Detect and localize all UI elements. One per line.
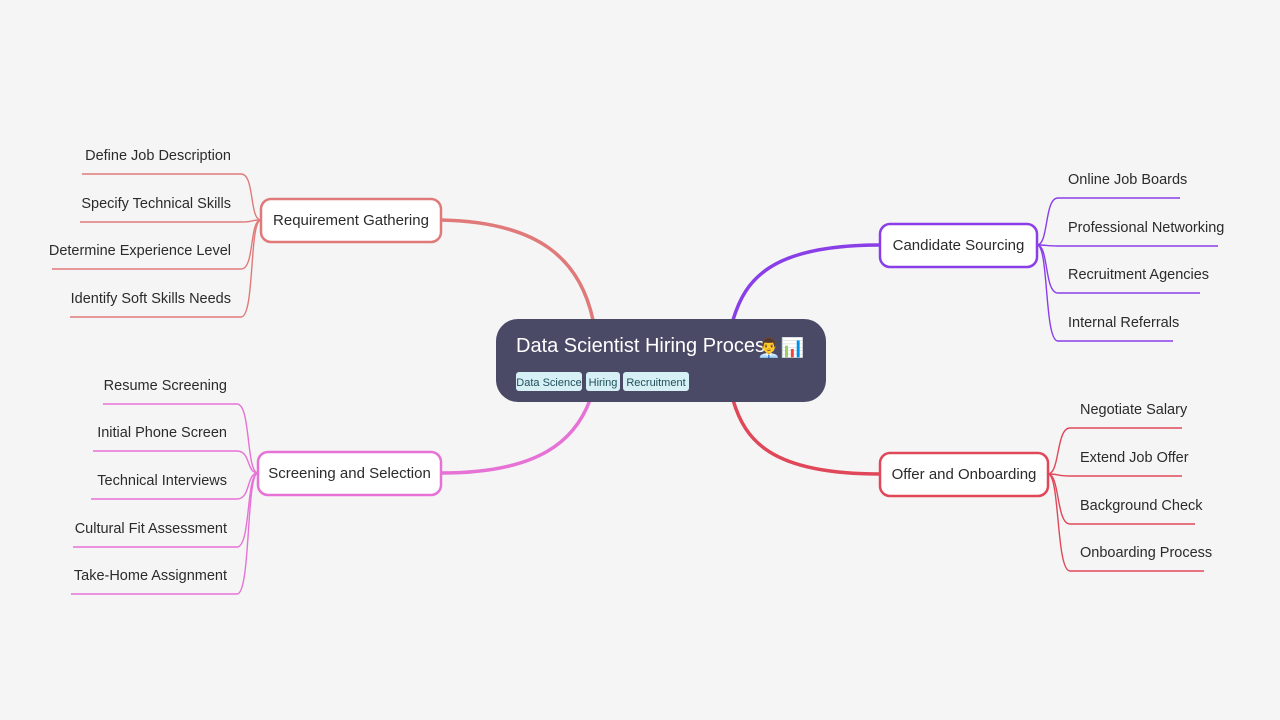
leaf-node[interactable]: Internal Referrals [1068,315,1179,331]
branch-node-label: Candidate Sourcing [893,237,1025,254]
leaf-node[interactable]: Determine Experience Level [49,243,231,259]
leaf-node[interactable]: Extend Job Offer [1080,450,1189,466]
tag-data-science[interactable]: Data Science [516,372,582,391]
branch-node-screening[interactable]: Screening and Selection [256,450,443,497]
tag-label: Hiring [589,377,618,389]
leaf-node-label: Recruitment Agencies [1068,267,1209,283]
leaf-node-label: Cultural Fit Assessment [75,521,227,537]
leaf-node[interactable]: Resume Screening [104,378,227,394]
requirement-child-connector [70,219,262,318]
tag-recruitment[interactable]: Recruitment [623,372,689,391]
leaf-node-label: Professional Networking [1068,220,1224,236]
leaf-node[interactable]: Take-Home Assignment [74,568,227,584]
offer-child-connector [1047,473,1182,477]
leaf-node[interactable]: Specify Technical Skills [81,196,231,212]
leaf-node-label: Extend Job Offer [1080,450,1189,466]
screening-child-connector [71,472,259,595]
tag-box [516,372,582,391]
branch-node-box [878,451,1050,498]
leaf-node-label: Background Check [1080,498,1203,514]
leaf-node-label: Negotiate Salary [1080,402,1188,418]
root-node[interactable]: Data Scientist Hiring Process 👨‍💼📊 Data … [496,319,826,402]
requirement-child-connector [52,219,262,270]
branch-node-box [259,197,443,244]
sourcing-child-connector [1036,197,1180,246]
leaf-node-label: Identify Soft Skills Needs [71,291,231,307]
branch-node-label: Screening and Selection [268,465,431,482]
tag-label: Data Science [516,377,581,389]
leaf-node-label: Technical Interviews [97,473,227,489]
tag-label: Recruitment [626,377,685,389]
root-emoji: 👨‍💼📊 [757,336,804,359]
node-layer: Requirement Gathering Define Job Descript… [49,148,1225,584]
leaf-node[interactable]: Identify Soft Skills Needs [71,291,231,307]
offer-child-connector [1047,427,1182,475]
requirement-child-connector [80,219,262,223]
leaf-node-label: Online Job Boards [1068,172,1187,188]
leaf-node[interactable]: Technical Interviews [97,473,227,489]
screening-child-connector [91,472,259,500]
leaf-node[interactable]: Recruitment Agencies [1068,267,1209,283]
leaf-node-label: Take-Home Assignment [74,568,227,584]
branch-node-offer[interactable]: Offer and Onboarding [878,451,1050,498]
branch-node-label: Requirement Gathering [273,212,429,229]
leaf-node[interactable]: Initial Phone Screen [97,425,227,441]
leaf-node[interactable]: Negotiate Salary [1080,402,1188,418]
branch-node-sourcing[interactable]: Candidate Sourcing [878,222,1039,269]
root-tags: Data Science Hiring Recruitment [516,372,689,391]
tag-hiring[interactable]: Hiring [586,372,620,391]
leaf-node[interactable]: Define Job Description [85,148,231,164]
tag-box [623,372,689,391]
requirement-child-connector [82,173,262,221]
sourcing-child-connector [1036,244,1173,342]
branch-node-label: Offer and Onboarding [892,466,1037,483]
leaf-node[interactable]: Cultural Fit Assessment [75,521,227,537]
screening-trunk-connector [439,398,592,475]
offer-child-connector [1047,473,1204,572]
branch-node-box [878,222,1039,269]
leaf-node[interactable]: Online Job Boards [1068,172,1187,188]
branch-node-requirement[interactable]: Requirement Gathering [259,197,443,244]
sourcing-child-connector [1036,244,1218,247]
offer-trunk-connector [731,398,882,476]
leaf-node[interactable]: Onboarding Process [1080,545,1212,561]
sourcing-child-connector [1036,244,1200,294]
requirement-trunk-connector [439,218,595,322]
leaf-node-label: Determine Experience Level [49,243,231,259]
leaf-node-label: Initial Phone Screen [97,425,227,441]
branch-node-box [256,450,443,497]
leaf-node-label: Internal Referrals [1068,315,1179,331]
leaf-node[interactable]: Background Check [1080,498,1203,514]
screening-child-connector [93,450,259,474]
leaf-node-label: Onboarding Process [1080,545,1212,561]
connector-layer [52,173,1218,595]
sourcing-trunk-connector [731,243,882,322]
screening-child-connector [103,403,259,474]
offer-child-connector [1047,473,1195,525]
root-title: Data Scientist Hiring Process [516,335,775,357]
leaf-node[interactable]: Professional Networking [1068,220,1224,236]
leaf-node-label: Specify Technical Skills [81,196,231,212]
leaf-node-label: Resume Screening [104,378,227,394]
leaf-node-label: Define Job Description [85,148,231,164]
tag-box [586,372,620,391]
